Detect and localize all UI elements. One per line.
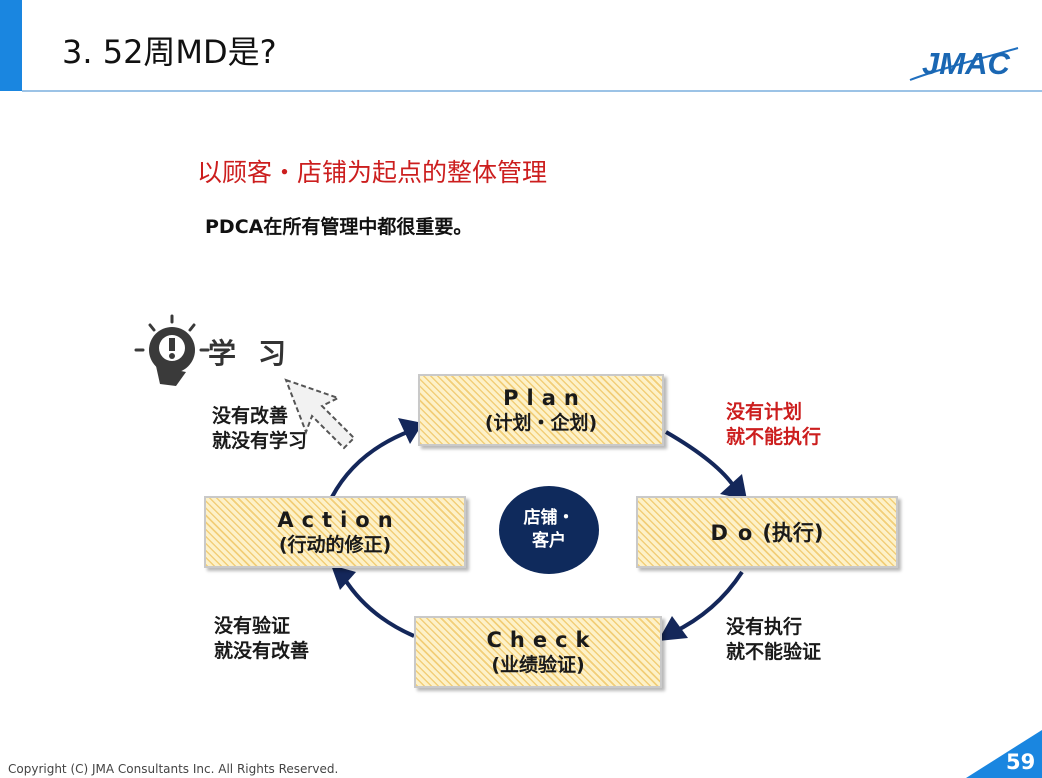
logo-text: JMAC: [922, 46, 1010, 81]
slide-title: 3. 52周MD是?: [62, 33, 277, 71]
action-sublabel: (行动的修正): [278, 534, 392, 556]
cursor-pointer-icon: [284, 378, 356, 450]
header-accent-bar: [0, 0, 22, 91]
note-top-left: 没有改善 就没有学习: [212, 405, 308, 452]
plan-box: Plan (计划・企划): [418, 374, 664, 446]
note-top-right: 没有计划 就不能执行: [726, 401, 822, 448]
page-number-corner: [966, 730, 1042, 778]
check-box: Check (业绩验证): [414, 616, 662, 688]
do-sublabel: (执行): [762, 521, 824, 545]
check-sublabel: (业绩验证): [491, 654, 585, 676]
arrowhead-action: [331, 565, 356, 590]
arrow-plan-to-do: [665, 430, 737, 490]
note-bottom-right: 没有执行 就不能验证: [726, 616, 822, 663]
arrowhead-do: [720, 474, 747, 500]
center-store-customer: 店铺・客户: [499, 486, 599, 574]
do-box: Do(执行): [636, 496, 898, 568]
slide-subtitle: 以顾客・店铺为起点的整体管理: [197, 158, 548, 187]
learn-label: 学习: [208, 337, 309, 370]
center-line-2: 客户: [532, 531, 566, 551]
jmac-logo: JMAC: [909, 46, 1019, 81]
arrow-check-to-action: [342, 576, 415, 638]
center-line-1: 店铺・: [523, 508, 575, 528]
copyright-footer: Copyright (C) JMA Consultants Inc. All R…: [8, 762, 339, 776]
arrow-action-to-plan: [330, 429, 411, 498]
note-bottom-left: 没有验证 就没有改善: [214, 615, 310, 662]
plan-sublabel: (计划・企划): [484, 412, 598, 434]
action-label: Action: [277, 508, 401, 532]
action-box: Action (行动的修正): [204, 496, 466, 568]
lead-statement: PDCA在所有管理中都很重要。: [205, 216, 473, 238]
arrowhead-check: [658, 616, 688, 641]
plan-label: Plan: [503, 386, 587, 410]
header-divider: [22, 90, 1042, 92]
page-number: 59: [1006, 750, 1036, 774]
arrowhead-plan: [398, 418, 423, 444]
lightbulb-head-icon: [134, 314, 210, 386]
do-label: Do: [710, 521, 763, 545]
check-label: Check: [486, 628, 598, 652]
